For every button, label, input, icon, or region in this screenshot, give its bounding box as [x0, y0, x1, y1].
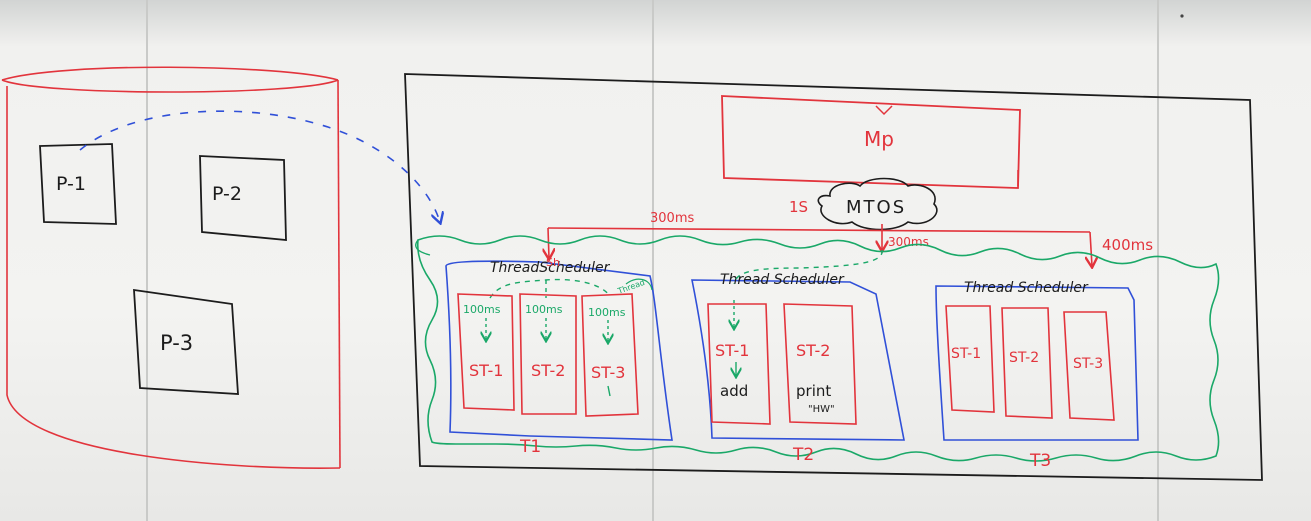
thread-op: "HW"	[808, 404, 835, 415]
board-panel-seam	[652, 0, 654, 521]
scheduler-label: T3	[1029, 451, 1051, 471]
process-box-p1: P-1	[39, 143, 117, 225]
board-panel-seam	[1157, 0, 1159, 521]
time-slice-label: 300ms	[650, 211, 694, 226]
storage-cylinder	[1, 66, 341, 469]
thread-label: ST-3	[1073, 356, 1103, 372]
thread-label: ST-1	[715, 341, 749, 360]
scheduler-title: Thread Scheduler	[720, 272, 845, 288]
process-box-p2: P-2	[199, 155, 287, 241]
cycle-label: 1S	[789, 198, 808, 216]
thread-label: ST-3	[591, 363, 625, 382]
thread-op: add	[720, 382, 748, 400]
process-label: P-2	[212, 183, 242, 205]
load-arrow	[79, 110, 440, 222]
process-box-p3: P-3	[133, 288, 239, 395]
thread-label: ST-1	[469, 361, 503, 380]
thread-op: print	[796, 382, 831, 400]
scheduler-title: Thread Scheduler	[964, 280, 1089, 296]
scheduler-label: T1	[519, 437, 541, 457]
thread-slice-label: 100ms	[588, 306, 626, 319]
time-slice-label: 300ms	[888, 235, 929, 249]
thread-label: ST-2	[531, 361, 565, 380]
thread-label: ST-1	[951, 346, 981, 362]
scheduler-region-boundary	[416, 235, 1220, 462]
main-processor-label: Mp	[864, 127, 894, 151]
scheduler-title: ThreadScheduler	[490, 260, 611, 276]
boundary-stroke	[415, 239, 431, 256]
board-speck	[1180, 14, 1184, 18]
thread-slice-label: 100ms	[525, 303, 563, 316]
time-slice-label: 400ms	[1102, 236, 1153, 254]
system-frame	[404, 73, 1263, 481]
scheduler-title-mark: Sh	[546, 256, 560, 269]
thread-slice-label: 100ms	[463, 303, 501, 316]
scheduler-label: T2	[792, 445, 814, 465]
thread-label: ST-2	[1009, 350, 1039, 366]
scheduler-t2: Thread Scheduler ST-1 ST-2 add print "HW…	[691, 249, 905, 465]
process-label: P-3	[160, 331, 193, 355]
thread-label: ST-2	[796, 341, 830, 360]
mtos-label: MTOS	[846, 197, 906, 218]
board-panel-seam	[146, 0, 148, 521]
time-slice-lines	[548, 170, 1092, 266]
main-processor-box: Mp	[721, 95, 1021, 189]
scheduler-t3: Thread Scheduler ST-1 ST-2 ST-3 T3	[935, 280, 1139, 471]
scheduler-t1: ThreadScheduler Sh 100ms 100ms 100ms Thr…	[445, 256, 673, 457]
process-label: P-1	[56, 173, 86, 195]
mtos-cloud: MTOS	[817, 177, 938, 231]
